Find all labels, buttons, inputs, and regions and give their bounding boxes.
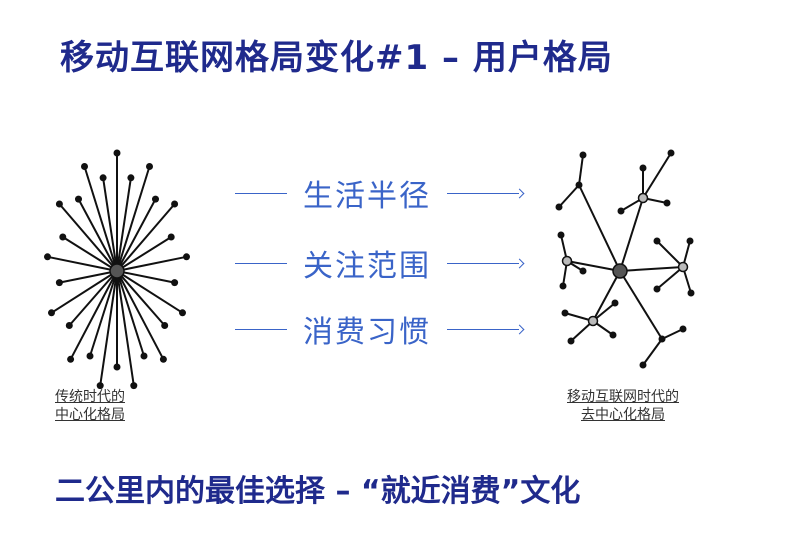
left-leaf-node <box>152 195 159 203</box>
left-spoke <box>83 166 118 272</box>
left-spoke <box>50 270 118 314</box>
right-hub-node <box>612 263 628 279</box>
label-consumption-habit: 消费习惯 <box>303 315 431 350</box>
left-spoke <box>116 203 176 272</box>
left-spoke <box>89 270 118 357</box>
lead-line <box>235 328 287 330</box>
left-leaf-node <box>171 200 179 208</box>
label-row-living-radius: 生活半径 <box>235 168 525 218</box>
left-nodes <box>44 149 190 390</box>
left-leaf-node <box>86 352 94 360</box>
centralized-network-diagram <box>44 149 190 390</box>
left-caption-line1: 传统时代的 <box>55 389 125 405</box>
left-leaf-node <box>81 163 88 170</box>
left-spoke <box>99 270 118 386</box>
decentralized-network-diagram <box>555 149 695 369</box>
left-leaf-node <box>127 174 135 182</box>
left-leaf-node <box>167 233 175 241</box>
left-leaf-node <box>65 322 73 329</box>
left-leaf-node <box>146 163 153 170</box>
left-spoke <box>116 177 132 272</box>
left-caption: 传统时代的 中心化格局 <box>45 388 185 424</box>
left-spoke <box>68 270 118 327</box>
left-leaf-node <box>130 382 138 390</box>
label-attention-scope: 关注范围 <box>303 249 431 284</box>
left-leaf-node <box>44 253 51 261</box>
left-leaf-node <box>183 253 190 261</box>
left-leaf-node <box>96 382 104 390</box>
right-sub-hubs <box>561 192 689 327</box>
left-leaf-node <box>171 279 179 287</box>
label-living-radius: 生活半径 <box>303 179 431 214</box>
page-title: 移动互联网格局变化#1 – 用户格局 <box>60 38 613 78</box>
left-spoke <box>77 198 118 272</box>
left-spoke <box>116 198 157 272</box>
left-spokes <box>47 153 187 386</box>
left-spoke <box>116 270 166 327</box>
left-leaf-node <box>67 355 75 363</box>
footer-slogan: 二公里内的最佳选择 – “就近消费”文化 <box>55 474 581 509</box>
left-leaf-node <box>48 309 55 317</box>
left-spoke <box>102 177 118 272</box>
left-leaf-node <box>140 352 148 360</box>
right-caption: 移动互联网时代的 去中心化格局 <box>528 388 718 424</box>
left-spoke <box>116 270 165 360</box>
lead-line <box>235 192 287 194</box>
left-leaf-node <box>159 355 167 363</box>
left-leaf-node <box>179 309 186 317</box>
left-spoke <box>116 255 187 272</box>
left-spoke <box>59 270 118 284</box>
left-spoke <box>116 270 135 386</box>
left-spoke <box>58 203 118 272</box>
left-spoke <box>116 270 175 284</box>
left-spoke <box>116 166 151 272</box>
left-leaf-node <box>99 174 107 182</box>
right-arrow-icon <box>447 187 525 199</box>
left-leaf-node <box>55 200 63 208</box>
left-leaf-node <box>113 363 121 371</box>
left-spoke <box>116 270 145 357</box>
lead-line <box>235 262 287 264</box>
right-arrow-icon <box>447 257 525 269</box>
left-spoke <box>69 270 118 360</box>
left-leaf-node <box>59 233 67 241</box>
left-leaf-node <box>113 149 121 157</box>
right-caption-line2: 去中心化格局 <box>581 407 665 423</box>
right-caption-line1: 移动互联网时代的 <box>567 389 679 405</box>
label-row-attention-scope: 关注范围 <box>235 238 525 288</box>
right-nodes <box>555 149 695 369</box>
left-spoke <box>116 270 184 314</box>
left-spoke <box>116 236 172 272</box>
left-caption-line2: 中心化格局 <box>55 407 125 423</box>
left-leaf-node <box>55 279 63 287</box>
right-arrow-icon <box>447 323 525 335</box>
left-hub-node <box>109 263 125 279</box>
left-leaf-node <box>75 195 82 203</box>
left-spoke <box>62 236 118 272</box>
label-row-consumption-habit: 消费习惯 <box>235 304 525 354</box>
left-spoke <box>47 255 118 272</box>
left-leaf-node <box>161 322 169 329</box>
